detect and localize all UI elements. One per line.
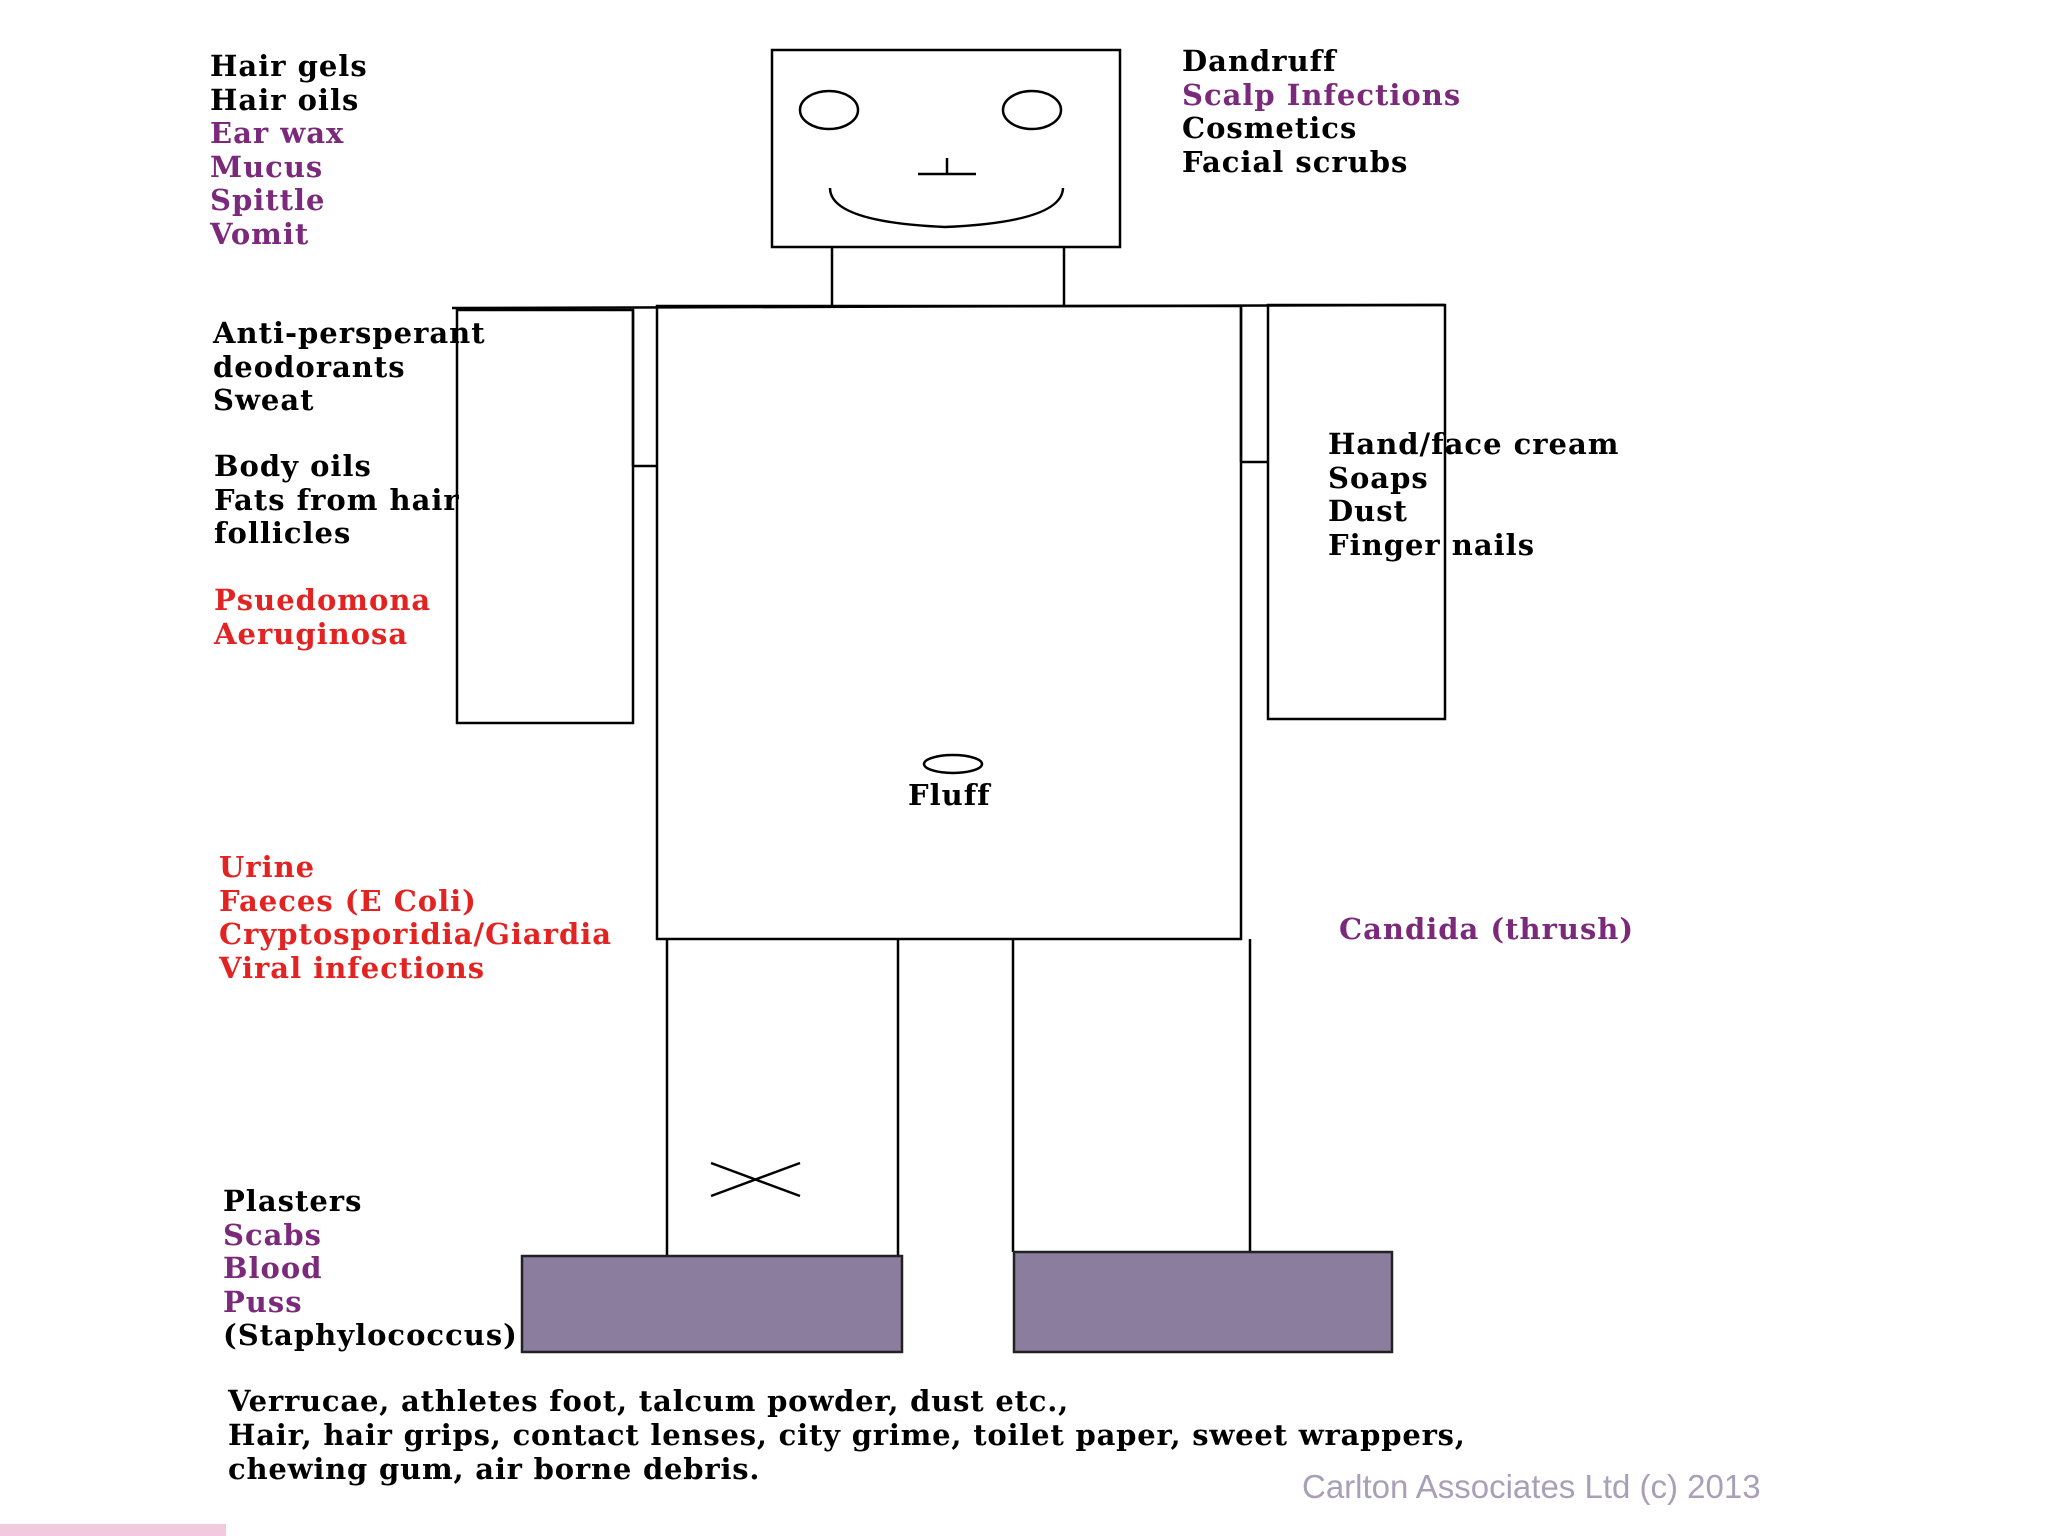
armpit-item: deodorants (213, 349, 406, 384)
head-left-item: Ear wax (210, 116, 345, 150)
footer-line: Hair, hair grips, contact lenses, city g… (228, 1418, 1466, 1452)
nose (918, 158, 976, 176)
fluff-label: Fluff (908, 778, 991, 812)
head-right-item: Cosmetics (1182, 111, 1358, 145)
left-arm (455, 308, 635, 725)
hands-item: Finger nails (1328, 527, 1536, 562)
head-right-item: Scalp Infections (1182, 77, 1462, 112)
decorative-strip (0, 1524, 226, 1536)
groin-item: Urine (219, 850, 316, 884)
head-right-item: Facial scrubs (1182, 144, 1409, 179)
right-eye (1001, 89, 1063, 131)
right-foot (1012, 1250, 1394, 1354)
body-oils-item: Body oils (214, 449, 372, 483)
pseudomonas-item: Psuedomona (214, 583, 432, 617)
head-left-item: Hair gels (210, 49, 368, 83)
hands-item: Soaps (1328, 460, 1429, 495)
candida-item: Candida (thrush) (1339, 912, 1635, 946)
candida-label: Candida (thrush) (1339, 912, 1635, 947)
left-eye (798, 89, 860, 131)
mouth (828, 187, 1065, 229)
body-oils-item: follicles (214, 516, 352, 550)
torso (655, 304, 1243, 941)
head-left-item: Spittle (210, 183, 326, 217)
knee-item: (Staphylococcus) (223, 1318, 518, 1352)
footer-text: Verrucae, athletes foot, talcum powder, … (228, 1384, 1466, 1486)
neck (830, 247, 1066, 306)
groin-item: Faeces (E Coli) (219, 883, 477, 918)
right-arm (1266, 303, 1447, 721)
hands-item: Hand/face cream (1328, 427, 1620, 461)
head-left-item: Mucus (210, 149, 324, 184)
footer-line: chewing gum, air borne debris. (228, 1452, 761, 1486)
knee-item: Blood (223, 1251, 323, 1285)
credit-text: Carlton Associates Ltd (c) 2013 (1302, 1468, 1761, 1505)
groin-item: Viral infections (219, 950, 486, 985)
hands-item: Dust (1328, 494, 1408, 528)
pseudomonas-item: Aeruginosa (214, 616, 409, 651)
left-foot (520, 1254, 904, 1354)
knee-item: Scabs (223, 1217, 322, 1252)
armpit-item: Sweat (213, 383, 315, 417)
knee-item: Puss (223, 1284, 303, 1319)
right-armpit (1239, 305, 1268, 464)
head-left-item: Vomit (210, 216, 310, 251)
body-oils-item: Fats from hair (214, 482, 460, 517)
knee-item: Plasters (223, 1184, 363, 1218)
head-left-item: Hair oils (210, 82, 360, 117)
navel (922, 753, 984, 775)
footer-line: Verrucae, athletes foot, talcum powder, … (228, 1384, 1070, 1418)
right-leg (1011, 939, 1252, 1252)
left-armpit (631, 310, 657, 468)
head-right-item: Dandruff (1182, 44, 1337, 78)
head (770, 48, 1122, 249)
knee-cross-mark (710, 1161, 801, 1198)
groin-item: Cryptosporidia/Giardia (219, 917, 613, 951)
armpit-item: Anti-persperant (213, 316, 486, 350)
left-leg (665, 939, 900, 1256)
